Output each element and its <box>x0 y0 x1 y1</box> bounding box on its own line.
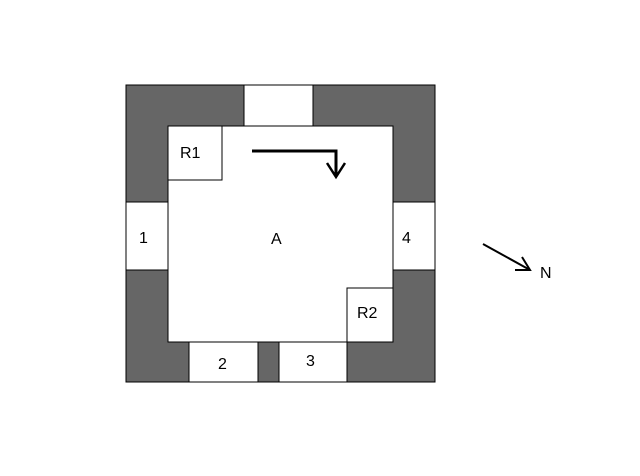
room-r1-label: R1 <box>180 145 201 162</box>
room-a-label: A <box>271 231 282 248</box>
opening-1 <box>125 201 169 271</box>
opening-3 <box>278 341 348 383</box>
opening-3-label: 3 <box>306 353 315 370</box>
opening-4-label: 4 <box>402 230 411 247</box>
room-r2 <box>346 287 394 343</box>
north-label: N <box>540 265 552 282</box>
opening-2 <box>188 341 259 383</box>
opening-1-label: 1 <box>139 230 148 247</box>
north-arrow-head <box>515 256 532 271</box>
opening-top <box>243 84 314 127</box>
north-arrow <box>482 243 531 271</box>
opening-4 <box>392 201 436 271</box>
room-r1 <box>167 125 223 181</box>
flow-arrow-head <box>325 162 347 180</box>
room-r2-label: R2 <box>357 305 378 322</box>
flow-arrow <box>252 149 338 176</box>
opening-2-label: 2 <box>218 356 227 373</box>
